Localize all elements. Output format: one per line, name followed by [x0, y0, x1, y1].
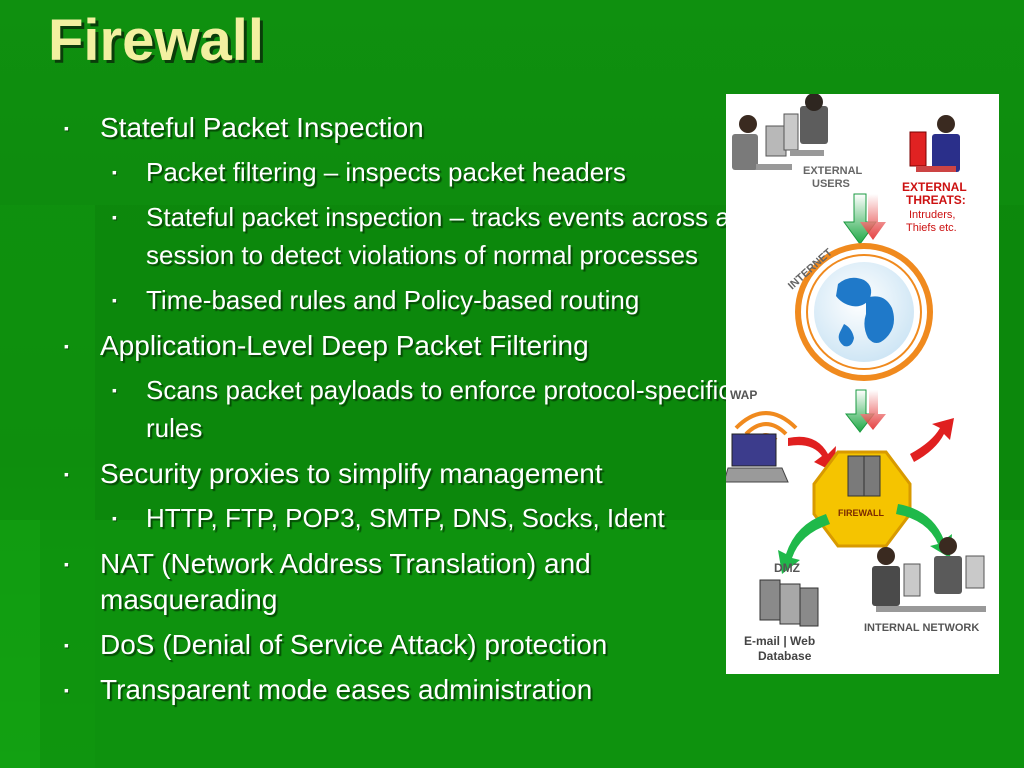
bullet-text: Stateful Packet Inspection — [100, 112, 424, 143]
dmz-label: DMZ — [774, 561, 800, 575]
bullet-square-icon: ▪ — [64, 637, 69, 653]
bullet-text: Application-Level Deep Packet Filtering — [100, 330, 589, 361]
bullet-square-icon: ▪ — [112, 292, 117, 308]
sub-bullet-item: ▪ HTTP, FTP, POP3, SMTP, DNS, Socks, Iden… — [62, 499, 762, 537]
slide-title: Firewall — [48, 8, 264, 73]
bullet-text: NAT (Network Address Translation) and ma… — [100, 548, 591, 615]
bullet-text: Packet filtering – inspects packet heade… — [146, 157, 626, 187]
wap-arrow-icon — [788, 436, 836, 472]
external-threats-label-4: Thiefs etc. — [906, 222, 957, 234]
bullet-item: ▪ Security proxies to simplify management — [62, 456, 762, 492]
bullet-item: ▪ Application-Level Deep Packet Filtering — [62, 328, 762, 364]
external-threats-label-3: Intruders, — [909, 209, 955, 221]
external-threats-label-1: EXTERNAL — [902, 180, 967, 194]
internal-arrow-icon — [896, 504, 952, 558]
bullet-square-icon: ▪ — [112, 382, 117, 398]
internal-users-icon — [872, 537, 986, 612]
bullet-text: Stateful packet inspection – tracks even… — [146, 202, 730, 270]
bullet-square-icon: ▪ — [64, 682, 69, 698]
external-threats-label-2: THREATS: — [906, 193, 966, 207]
down-threat-arrow-icon — [860, 194, 886, 240]
bullet-item: ▪ Transparent mode eases administration — [62, 672, 762, 708]
external-users-icon — [732, 94, 828, 170]
sub-bullet-item: ▪ Stateful packet inspection – tracks eve… — [62, 198, 762, 274]
external-users-label-2: USERS — [812, 178, 850, 190]
dmz-servers-label-1: E-mail | Web — [744, 634, 815, 648]
bullet-square-icon: ▪ — [112, 164, 117, 180]
firewall-label: FIREWALL — [838, 508, 884, 518]
bullet-square-icon: ▪ — [112, 510, 117, 526]
wap-label: WAP — [730, 388, 757, 402]
bullet-square-icon: ▪ — [112, 209, 117, 225]
bullet-text: Scans packet payloads to enforce protoco… — [146, 375, 732, 443]
bullet-square-icon: ▪ — [64, 466, 69, 482]
bullet-text: HTTP, FTP, POP3, SMTP, DNS, Socks, Ident — [146, 503, 665, 533]
internal-network-label: INTERNAL NETWORK — [864, 622, 979, 634]
bullet-text: DoS (Denial of Service Attack) protectio… — [100, 629, 608, 660]
bullet-text: Time-based rules and Policy-based routin… — [146, 285, 640, 315]
bullet-item: ▪ Stateful Packet Inspection — [62, 110, 762, 146]
internet-globe-icon — [795, 243, 933, 381]
sub-bullet-item: ▪ Packet filtering – inspects packet head… — [62, 153, 762, 191]
firewall-icon — [812, 450, 912, 548]
external-threats-icon — [909, 115, 960, 172]
laptop-icon — [726, 433, 789, 483]
bullet-list: ▪ Stateful Packet Inspection ▪ Packet filte… — [62, 110, 762, 708]
bullet-square-icon: ▪ — [64, 556, 69, 572]
bullet-item: ▪ DoS (Denial of Service Attack) protecti… — [62, 627, 762, 663]
bullet-square-icon: ▪ — [64, 338, 69, 354]
sub-bullet-item: ▪ Scans packet payloads to enforce protoc… — [62, 371, 762, 447]
bullet-text: Security proxies to simplify management — [100, 458, 603, 489]
dmz-arrow-icon — [778, 514, 830, 574]
sub-bullet-item: ▪ Time-based rules and Policy-based routi… — [62, 281, 762, 319]
dmz-servers-icon — [759, 579, 819, 627]
outbound-arrow-icon — [910, 418, 954, 462]
down-threat-arrow-icon — [860, 390, 886, 430]
external-users-label-1: EXTERNAL — [803, 165, 863, 177]
bullet-item: ▪ NAT (Network Address Translation) and m… — [62, 546, 762, 618]
bullet-text: Transparent mode eases administration — [100, 674, 593, 705]
firewall-diagram: EXTERNAL USERS EXTERNAL THREATS: Intrude… — [726, 94, 999, 674]
dmz-servers-label-2: Database — [758, 649, 812, 663]
bullet-square-icon: ▪ — [64, 120, 69, 136]
